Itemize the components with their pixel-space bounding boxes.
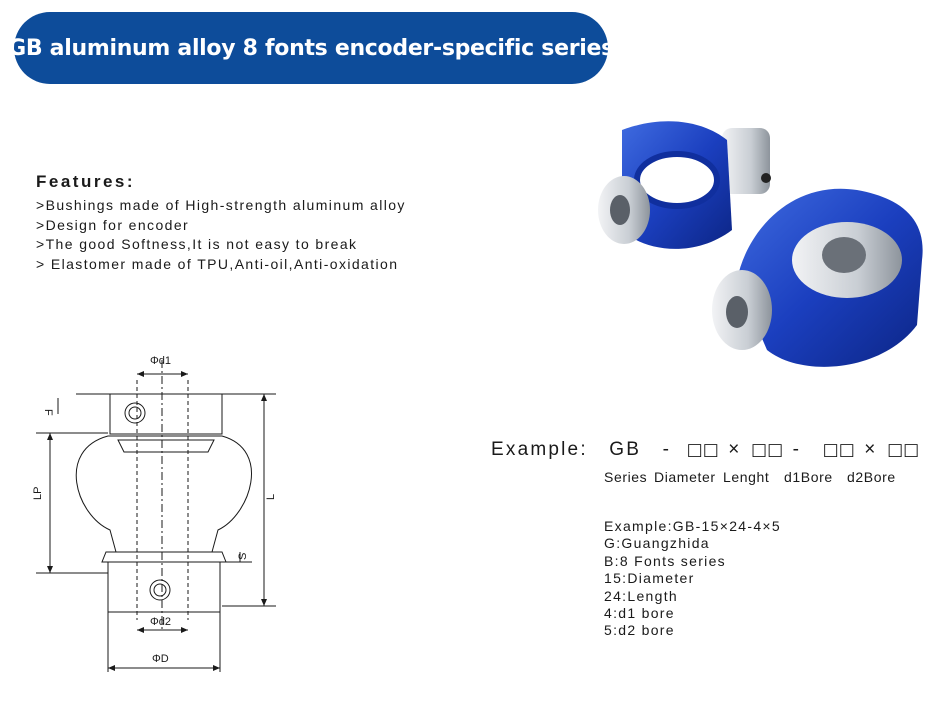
legend-d2bore: d2Bore xyxy=(847,469,896,485)
example-code: GB xyxy=(609,439,642,460)
diameter-boxes: □□ xyxy=(686,440,719,460)
banner-title: GB aluminum alloy 8 fonts encoder-specif… xyxy=(8,35,614,61)
example-details: Example:GB-15×24-4×5 G:Guangzhida B:8 Fo… xyxy=(604,518,781,640)
feature-item: >Design for encoder xyxy=(36,216,190,233)
legend-series: Series xyxy=(604,469,648,485)
coupling-back xyxy=(598,121,771,249)
label-d1: Φd1 xyxy=(150,355,171,367)
detail-item: G:Guangzhida xyxy=(604,535,710,552)
detail-item: 15:Diameter xyxy=(604,570,695,587)
times-sign: × xyxy=(864,439,878,460)
feature-item: >The good Softness,It is not easy to bre… xyxy=(36,236,358,252)
detail-item: 24:Length xyxy=(604,587,678,604)
label-D: ΦD xyxy=(152,653,169,665)
coupling-front xyxy=(712,188,923,367)
feature-item: >Bushings made of High-strength aluminum… xyxy=(36,197,406,213)
detail-item: 4:d1 bore xyxy=(604,605,675,622)
product-image xyxy=(598,121,923,367)
title-banner: GB aluminum alloy 8 fonts encoder-specif… xyxy=(8,12,614,84)
detail-item: 5:d2 bore xyxy=(604,622,675,639)
legend-diameter: Diameter xyxy=(654,469,716,485)
d2-bore-boxes: □□ xyxy=(887,440,920,460)
legend-length: Lenght xyxy=(723,469,770,485)
dimension-drawing: Φd1 Φd2 ΦD F LP L S xyxy=(32,355,277,672)
example-dash: - xyxy=(792,439,802,460)
label-F: F xyxy=(42,409,54,416)
example-code-line: Example: GB - □□ × □□ - □□ × □□ xyxy=(491,439,919,461)
times-sign: × xyxy=(728,439,742,460)
features-section: Features: >Bushings made of High-strengt… xyxy=(36,172,406,274)
features-heading: Features: xyxy=(36,172,136,191)
example-dash: - xyxy=(662,439,672,460)
features-list: >Bushings made of High-strength aluminum… xyxy=(36,196,406,274)
label-LP: LP xyxy=(32,487,44,500)
detail-item: B:8 Fonts series xyxy=(604,552,726,569)
example-label: Example: xyxy=(491,439,588,460)
length-boxes: □□ xyxy=(751,440,784,460)
feature-item: > Elastomer made of TPU,Anti-oil,Anti-ox… xyxy=(36,255,399,272)
d1-bore-boxes: □□ xyxy=(822,440,855,460)
label-S: S xyxy=(237,553,249,560)
label-L: L xyxy=(265,494,277,500)
detail-item: Example:GB-15×24-4×5 xyxy=(604,518,781,534)
legend-d1bore: d1Bore xyxy=(784,469,833,485)
label-d2: Φd2 xyxy=(150,616,171,628)
